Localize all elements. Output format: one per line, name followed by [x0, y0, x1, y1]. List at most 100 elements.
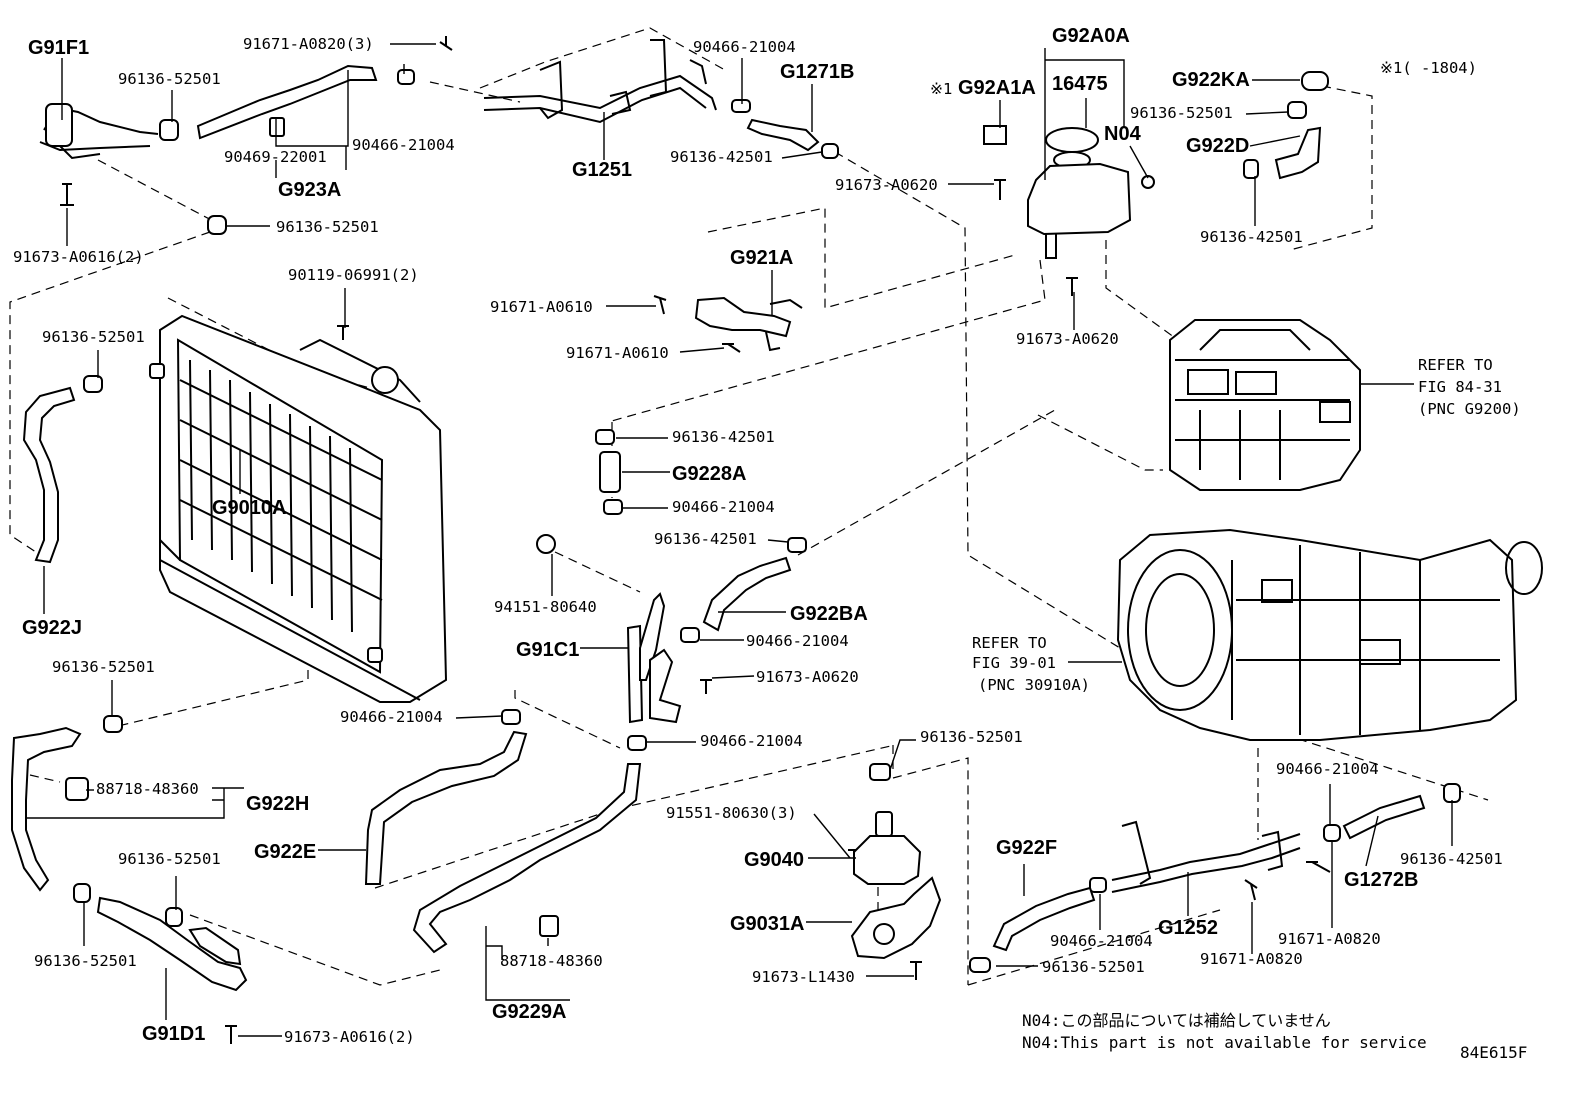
part-g1252-pipe [1111, 820, 1301, 893]
label-g9228a: G9228A [672, 463, 747, 485]
label-96136-42501: 96136-42501 [1400, 850, 1503, 868]
label-88718-48360: 88718-48360 [500, 952, 603, 970]
label-96136-52501: 96136-52501 [42, 328, 145, 346]
part-labels: G91F1 96136-52501 91671-A0820(3) 90466-2… [13, 25, 1521, 1046]
label-91673-l1430: 91673-L1430 [752, 968, 855, 986]
label-96136-52501: 96136-52501 [276, 218, 379, 236]
part-g1251-pipe [483, 39, 717, 124]
part-g91f1-pipe [39, 103, 159, 160]
label-90119-06991-2: 90119-06991(2) [288, 266, 419, 284]
part-g923a-hose [196, 64, 378, 140]
label-91673-a0616-2: 91673-A0616(2) [13, 248, 144, 266]
label-g91f1: G91F1 [28, 37, 89, 59]
part-g922e-hose [364, 730, 528, 885]
label-g9040: G9040 [744, 849, 804, 871]
refer-fig-label: FIG 39-01 [972, 654, 1056, 672]
label-g922h: G922H [246, 793, 309, 815]
label-g922f: G922F [996, 837, 1057, 859]
label-96136-52501: 96136-52501 [34, 952, 137, 970]
label-88718-48360: 88718-48360 [96, 780, 199, 798]
figure-code: 84E615F [1460, 1043, 1527, 1062]
label-91551-80630-3: 91551-80630(3) [666, 804, 797, 822]
label-g922ba: G922BA [790, 603, 868, 625]
note-1804: ※1( -1804) [1380, 59, 1477, 77]
label-96136-42501: 96136-42501 [654, 530, 757, 548]
part-g922ba-hose [702, 556, 792, 632]
part-g922ka-fitting [1301, 71, 1329, 91]
label-g91c1: G91C1 [516, 639, 579, 661]
label-g923a: G923A [278, 179, 341, 201]
part-g9010a-radiator [149, 314, 448, 703]
label-91673-a0620: 91673-A0620 [756, 668, 859, 686]
note-n04-english: N04:This part is not available for servi… [1022, 1033, 1427, 1052]
part-94151-80640-grommet [536, 534, 556, 554]
label-90466-21004: 90466-21004 [352, 136, 455, 154]
label-g922j: G922J [22, 617, 82, 639]
label-g1271b: G1271B [780, 61, 855, 83]
label-96136-52501: 96136-52501 [1042, 958, 1145, 976]
label-91673-a0620: 91673-A0620 [835, 176, 938, 194]
label-96136-42501: 96136-42501 [670, 148, 773, 166]
clamp-icon [73, 69, 1461, 973]
label-90466-21004: 90466-21004 [700, 732, 803, 750]
label-96136-52501: 96136-52501 [52, 658, 155, 676]
label-91671-a0820: 91671-A0820 [1278, 930, 1381, 948]
label-90466-21004: 90466-21004 [340, 708, 443, 726]
part-g91c1-pipe [626, 592, 682, 724]
label-91671-a0610: 91671-A0610 [566, 344, 669, 362]
label-g922d: G922D [1186, 135, 1249, 157]
part-g921a-bracket [694, 296, 803, 352]
label-g92a0a: G92A0A [1052, 25, 1130, 47]
part-g922j-hose [22, 386, 76, 564]
part-transmission [1116, 528, 1543, 741]
note-n04-japanese: N04:この部品については補給していません [1022, 1011, 1331, 1030]
label-g921a: G921A [730, 247, 793, 269]
label-g1252: G1252 [1158, 917, 1218, 939]
part-inverter-assembly [1169, 319, 1361, 491]
label-90469-22001: 90469-22001 [224, 148, 327, 166]
part-g1271b-hose [731, 99, 839, 159]
refer-pnc-label: (PNC G9200) [1418, 400, 1521, 418]
part-g1272b-hose [1342, 794, 1426, 840]
label-96136-52501: 96136-52501 [118, 70, 221, 88]
part-g9228a-hose [599, 451, 621, 493]
label-94151-80640: 94151-80640 [494, 598, 597, 616]
label-96136-52501: 96136-52501 [118, 850, 221, 868]
label-91671-a0610: 91671-A0610 [490, 298, 593, 316]
part-g92a0a-reservoir [983, 125, 1155, 259]
label-90466-21004: 90466-21004 [693, 38, 796, 56]
part-g91d1-pipe [96, 896, 248, 992]
label-n04: N04 [1104, 123, 1142, 145]
part-g9040-water-pump [853, 811, 922, 885]
footnotes: N04:この部品については補給していません N04:This part is n… [1022, 1011, 1527, 1062]
label-91673-a0620: 91673-A0620 [1016, 330, 1119, 348]
label-90466-21004: 90466-21004 [1050, 932, 1153, 950]
note-mark-1: ※1 [930, 80, 952, 98]
label-g9010a: G9010A [212, 497, 287, 519]
part-g922h-hose [11, 726, 89, 892]
label-90466-21004: 90466-21004 [746, 632, 849, 650]
label-96136-52501: 96136-52501 [920, 728, 1023, 746]
label-96136-52501: 96136-52501 [1130, 104, 1233, 122]
label-g9229a: G9229A [492, 1001, 567, 1023]
label-96136-42501: 96136-42501 [1200, 228, 1303, 246]
refer-pnc-label: (PNC 30910A) [978, 676, 1090, 694]
label-g922ka: G922KA [1172, 69, 1250, 91]
label-g92a1a: G92A1A [958, 77, 1036, 99]
label-g1272b: G1272B [1344, 869, 1419, 891]
part-g9229a-hose [412, 763, 642, 954]
label-91671-a0820-3: 91671-A0820(3) [243, 35, 374, 53]
refer-to-label: REFER TO [1418, 356, 1493, 374]
part-g922d-hose [1274, 126, 1322, 180]
label-16475: 16475 [1052, 73, 1108, 95]
leader-lines [26, 43, 1453, 1037]
label-91673-a0616-2: 91673-A0616(2) [284, 1028, 415, 1046]
refer-fig-label: FIG 84-31 [1418, 378, 1502, 396]
label-90466-21004: 90466-21004 [672, 498, 775, 516]
label-g1251: G1251 [572, 159, 632, 181]
label-g91d1: G91D1 [142, 1023, 205, 1045]
label-91671-a0820: 91671-A0820 [1200, 950, 1303, 968]
part-g9031a-gasket [850, 876, 942, 960]
label-g9031a: G9031A [730, 913, 805, 935]
